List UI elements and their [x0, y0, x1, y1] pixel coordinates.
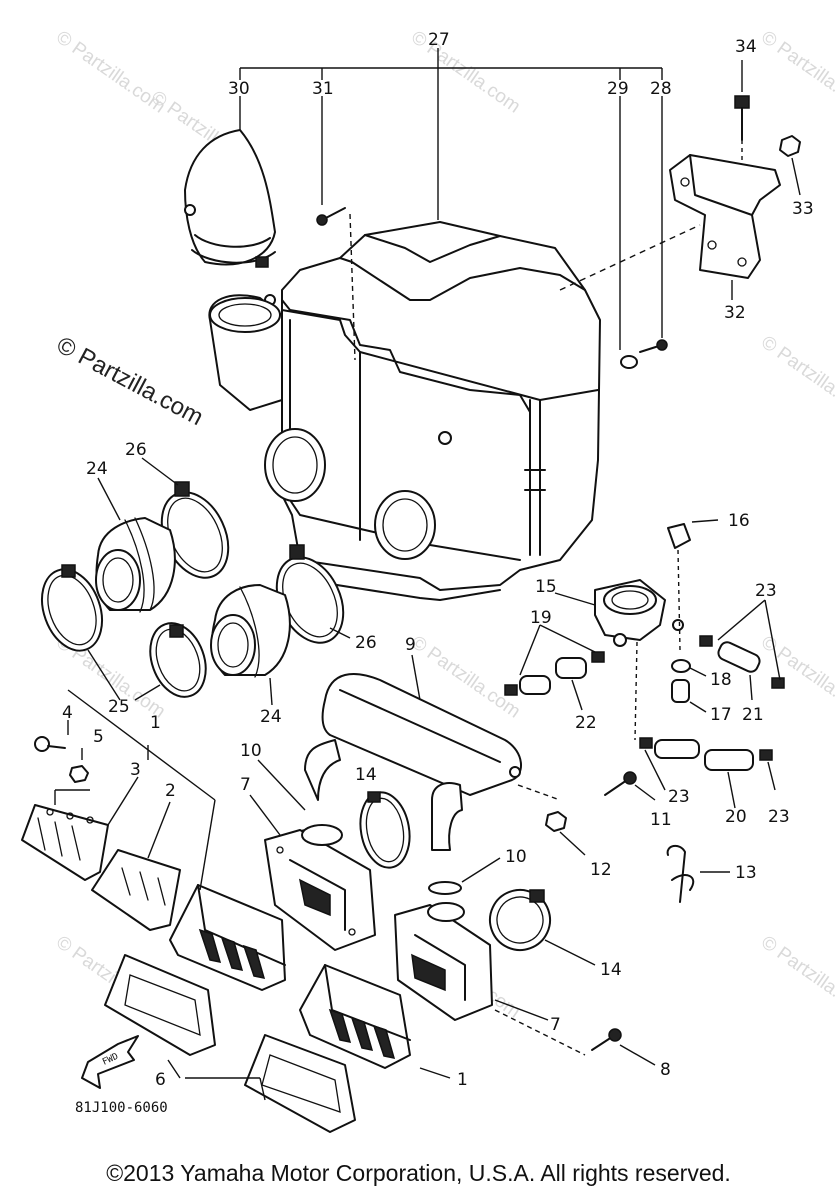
callout-17: 17 — [710, 705, 732, 725]
joint-and-clamps-lower — [87, 544, 351, 706]
watermark-text: © Partzilla.com — [407, 27, 524, 118]
bolt — [494, 1009, 656, 1066]
callout-3: 3 — [130, 760, 141, 780]
intake-elbow — [184, 96, 276, 268]
callout-13: 13 — [735, 863, 757, 883]
callout-7: 7 — [550, 1015, 561, 1035]
callout-1: 1 — [457, 1070, 468, 1090]
callout-1: 1 — [150, 713, 161, 733]
callout-32: 32 — [724, 303, 746, 323]
joint-and-clamps-upper — [41, 457, 230, 652]
copyright-notice: ©2013 Yamaha Motor Corporation, U.S.A. A… — [106, 1160, 731, 1186]
callout-23: 23 — [755, 581, 777, 601]
callout-12: 12 — [590, 860, 612, 880]
callout-labels: 27 30 31 29 28 34 33 32 26 24 26 24 25 1… — [62, 30, 814, 1090]
watermark-text: © Partzilla.com — [52, 331, 207, 431]
callout-18: 18 — [710, 670, 732, 690]
callout-14: 14 — [355, 765, 377, 785]
callout-16: 16 — [728, 511, 750, 531]
callout-23: 23 — [768, 807, 790, 827]
callout-34: 34 — [735, 37, 757, 57]
callout-26: 26 — [125, 440, 147, 460]
callout-28: 28 — [650, 79, 672, 99]
callout-9: 9 — [405, 635, 416, 655]
callout-15: 15 — [535, 577, 557, 597]
mounting-bracket — [559, 60, 801, 300]
carburetor-joint-lower — [394, 902, 549, 1021]
callout-27: 27 — [428, 30, 450, 50]
bolt — [316, 96, 356, 361]
callout-11: 11 — [650, 810, 672, 830]
diagram-code: 81J100-6060 — [75, 1100, 168, 1116]
callout-21: 21 — [742, 705, 764, 725]
carburetor-joint-upper — [249, 794, 376, 951]
callout-2: 2 — [165, 781, 176, 801]
callout-30: 30 — [228, 79, 250, 99]
callout-26: 26 — [355, 633, 377, 653]
callout-14: 14 — [600, 960, 622, 980]
watermark-text: © Partzilla.com — [757, 27, 837, 118]
callout-23: 23 — [668, 787, 690, 807]
forward-arrow-icon: FWD — [81, 1035, 139, 1089]
callout-25: 25 — [108, 697, 130, 717]
callout-24: 24 — [86, 459, 108, 479]
callout-22: 22 — [575, 713, 597, 733]
watermark-text: © Partzilla.com — [757, 632, 837, 723]
callout-31: 31 — [312, 79, 334, 99]
retaining-hook — [666, 844, 730, 903]
callout-10: 10 — [505, 847, 527, 867]
callout-4: 4 — [62, 703, 73, 723]
callout-5: 5 — [93, 727, 104, 747]
watermark-text: © Partzilla.com — [757, 932, 837, 1023]
callout-33: 33 — [792, 199, 814, 219]
bolt-and-nut — [545, 771, 656, 856]
reed-valve-assembly — [21, 689, 451, 1133]
air-box — [208, 48, 601, 601]
fuel-pump-assembly — [504, 519, 785, 809]
collar-and-bolt — [619, 96, 668, 369]
callout-10: 10 — [240, 741, 262, 761]
hose-clamps — [359, 791, 596, 966]
watermark-text: © Partzilla.com — [757, 332, 837, 423]
callout-19: 19 — [530, 608, 552, 628]
callout-24: 24 — [260, 707, 282, 727]
callout-20: 20 — [725, 807, 747, 827]
callout-7: 7 — [240, 775, 251, 795]
callout-6: 6 — [155, 1070, 166, 1090]
intake-silencer — [304, 654, 561, 851]
callout-29: 29 — [607, 79, 629, 99]
callout-8: 8 — [660, 1060, 671, 1080]
